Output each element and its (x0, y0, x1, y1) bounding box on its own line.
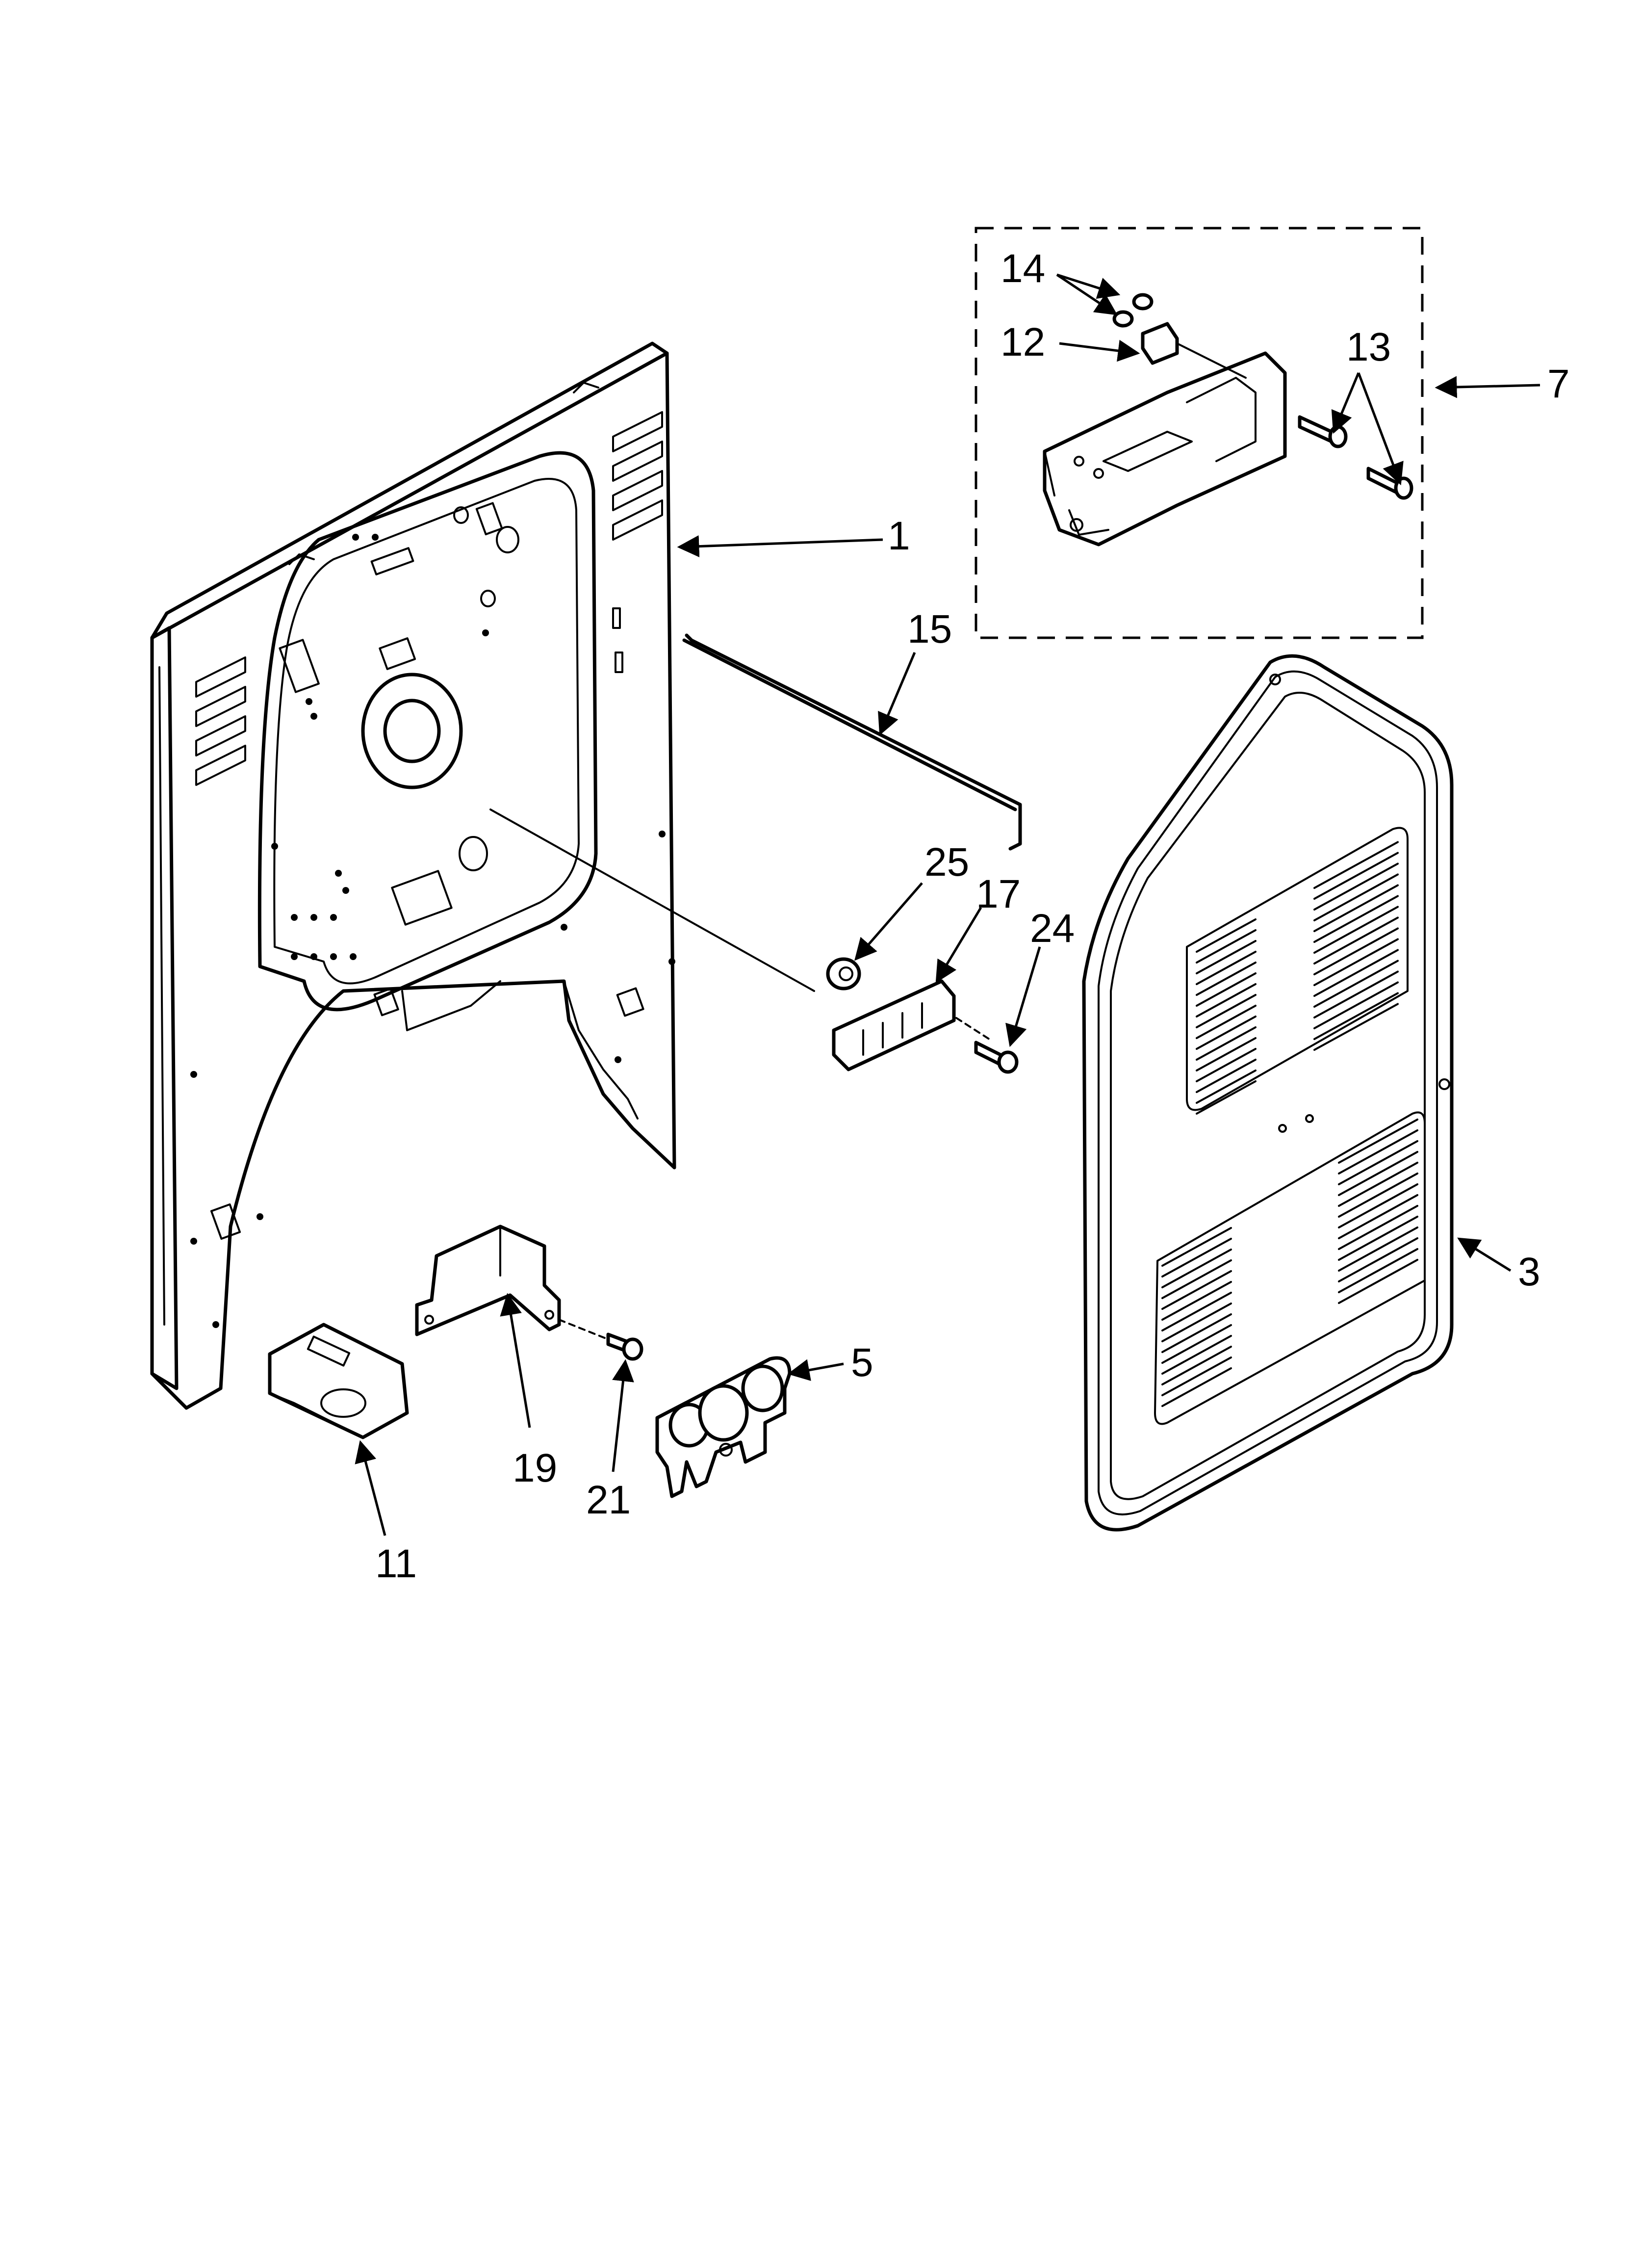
callout-labels: 1 3 5 7 11 12 13 14 15 17 19 21 24 25 (375, 246, 1570, 1586)
louver-slat (1313, 960, 1399, 1008)
louver-slat (1313, 916, 1399, 965)
louver-slat (1196, 1026, 1257, 1061)
louver-slat (1313, 938, 1399, 986)
louver-slat (1161, 1227, 1232, 1267)
louver-slat (1196, 1080, 1257, 1115)
louver-slat (1313, 992, 1399, 1040)
louver-slat (1338, 1151, 1418, 1196)
louver-slat (1313, 862, 1399, 911)
bracket-assembly (1043, 293, 1413, 547)
callout-5: 5 (851, 1340, 873, 1385)
callout-24: 24 (1030, 906, 1075, 951)
callout-13: 13 (1346, 325, 1391, 369)
louver-slat (1161, 1292, 1232, 1331)
cover-part-11 (268, 1323, 409, 1439)
louver-slat (1161, 1270, 1232, 1310)
callout-3: 3 (1518, 1250, 1540, 1294)
louver-slat (1313, 1003, 1399, 1051)
louver-slat (1161, 1335, 1232, 1375)
louvers-upper-left (1196, 918, 1257, 1115)
louver-slat (1313, 895, 1399, 943)
louver-slat (1338, 1129, 1418, 1174)
louver-slat (1313, 927, 1399, 975)
louver-slat (1161, 1259, 1232, 1299)
callout-14: 14 (1001, 246, 1045, 291)
louver-slat (1338, 1226, 1418, 1272)
callout-11: 11 (375, 1541, 417, 1586)
louver-slat (1338, 1216, 1418, 1261)
louver-slat (1161, 1303, 1232, 1342)
louver-slat (1161, 1324, 1232, 1364)
louver-slat (1196, 1059, 1257, 1093)
louver-slat (1161, 1356, 1232, 1396)
louver-slat (1196, 1005, 1257, 1039)
louvers-upper-right (1313, 841, 1399, 1051)
louver-slat (1196, 929, 1257, 964)
louver-slat (1313, 949, 1399, 997)
callout-19: 19 (513, 1446, 557, 1490)
louver-slat (1161, 1313, 1232, 1353)
louver-slat (1338, 1259, 1418, 1304)
louver-slat (1161, 1249, 1232, 1288)
louver-slat (1313, 906, 1399, 954)
louver-slat (1196, 994, 1257, 1028)
louver-slat (1196, 1069, 1257, 1104)
rod-part-15 (682, 633, 1022, 851)
louver-slat (1161, 1238, 1232, 1277)
louver-slat (1196, 983, 1257, 1017)
louver-slat (1338, 1248, 1418, 1293)
callout-21: 21 (586, 1478, 631, 1522)
screw-part-21 (558, 1319, 643, 1361)
louvers-lower-left (1161, 1227, 1232, 1407)
bracket-part-5 (655, 1356, 792, 1498)
louver-slat (1338, 1173, 1418, 1218)
louver-slat (1313, 841, 1399, 889)
louver-slat (1161, 1346, 1232, 1385)
louver-slat (1313, 884, 1399, 932)
leader-lines (355, 273, 1540, 1536)
louver-slat (1338, 1183, 1418, 1228)
louver-slat (1338, 1119, 1418, 1164)
louvers-lower-right (1338, 1119, 1418, 1304)
rear-panel-part-1 (150, 341, 815, 1410)
louver-slat (1338, 1140, 1418, 1185)
louver-slat (1338, 1205, 1418, 1250)
nut-part-25 (826, 957, 861, 991)
bracket-part-19 (415, 1225, 561, 1336)
louver-slat (1196, 951, 1257, 985)
callout-12: 12 (1001, 320, 1045, 365)
louver-slat (1338, 1237, 1418, 1282)
louver-slat (1313, 970, 1399, 1018)
louver-slat (1313, 873, 1399, 921)
callout-17: 17 (976, 872, 1021, 916)
louver-slat (1196, 972, 1257, 1007)
louver-slat (1196, 1037, 1257, 1071)
callout-7: 7 (1547, 362, 1570, 406)
louver-slat (1196, 918, 1257, 953)
callout-1: 1 (888, 514, 910, 558)
terminal-block-part-17 (832, 979, 992, 1071)
screw-part-24 (974, 1041, 1019, 1074)
louver-slat (1161, 1281, 1232, 1321)
callout-25: 25 (924, 840, 969, 885)
louver-slat (1196, 962, 1257, 996)
callout-15: 15 (907, 607, 952, 652)
louver-slat (1313, 981, 1399, 1029)
louver-slat (1161, 1367, 1232, 1407)
louver-slat (1196, 1048, 1257, 1082)
louver-slat (1196, 1016, 1257, 1050)
louver-slat (1313, 852, 1399, 900)
louver-slat (1338, 1194, 1418, 1239)
louver-slat (1338, 1162, 1418, 1207)
panel-cover-part-3 (1082, 654, 1454, 1532)
louver-slat (1196, 940, 1257, 974)
